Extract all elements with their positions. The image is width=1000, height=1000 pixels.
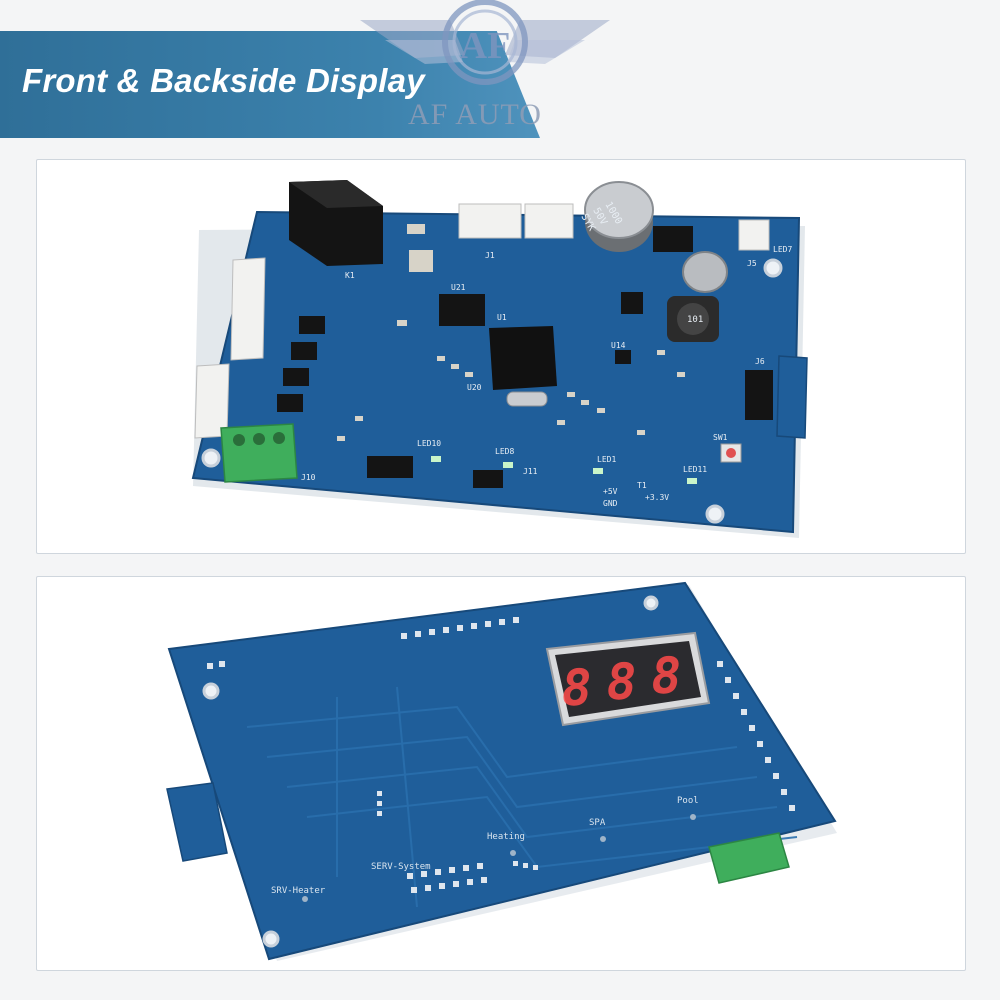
front-power-label-3: +3.3V (645, 493, 669, 502)
af-auto-logo: AF (360, 0, 610, 85)
label-pool: Pool (677, 796, 699, 806)
front-conn-label-6: K1 (345, 271, 355, 280)
front-view-panel: 1000 50V SYK 101 (36, 159, 966, 554)
label-spa: SPA (589, 818, 606, 828)
front-chip-label-1: U21 (451, 283, 466, 292)
front-led-label-4: LED11 (683, 465, 707, 474)
front-led-label-5: LED7 (773, 245, 792, 254)
label-srv-heater: SRV-Heater (271, 886, 326, 896)
front-led-label-1: LED10 (417, 439, 441, 448)
logo-monogram: AF (460, 25, 511, 67)
label-heating: Heating (487, 832, 525, 842)
back-terminal-block (708, 832, 790, 884)
front-power-label-2: GND (603, 499, 618, 508)
inductor-label: 101 (687, 315, 703, 325)
front-conn-label-1: J10 (301, 473, 316, 482)
front-led-label-2: LED8 (495, 447, 514, 456)
front-conn-label-4: J5 (747, 259, 757, 268)
back-pcb-image: 8 8 8 SRV-Heater SERV-System Heating SPA… (166, 581, 837, 961)
banner-title: Front & Backside Display (22, 62, 425, 99)
front-power-label-1: +5V (603, 487, 618, 496)
back-view-panel: 8 8 8 SRV-Heater SERV-System Heating SPA… (36, 576, 966, 971)
mcu-chip (489, 326, 557, 390)
front-power-label-4: T1 (637, 481, 647, 490)
front-pcb-image: 1000 50V SYK 101 (191, 180, 808, 538)
front-terminal-block (220, 423, 298, 483)
front-conn-label-3: J1 (485, 251, 495, 260)
front-led-label-3: LED1 (597, 455, 616, 464)
front-chip-label-2: U1 (497, 313, 507, 322)
front-conn-label-5: J6 (755, 357, 765, 366)
front-chip-label-5: SW1 (713, 433, 728, 442)
front-chip-label-3: U20 (467, 383, 482, 392)
front-chip-label-4: U14 (611, 341, 626, 350)
front-conn-label-2: J11 (523, 467, 538, 476)
logo-text: AF AUTO (408, 98, 542, 131)
label-serv-system: SERV-System (371, 862, 431, 872)
